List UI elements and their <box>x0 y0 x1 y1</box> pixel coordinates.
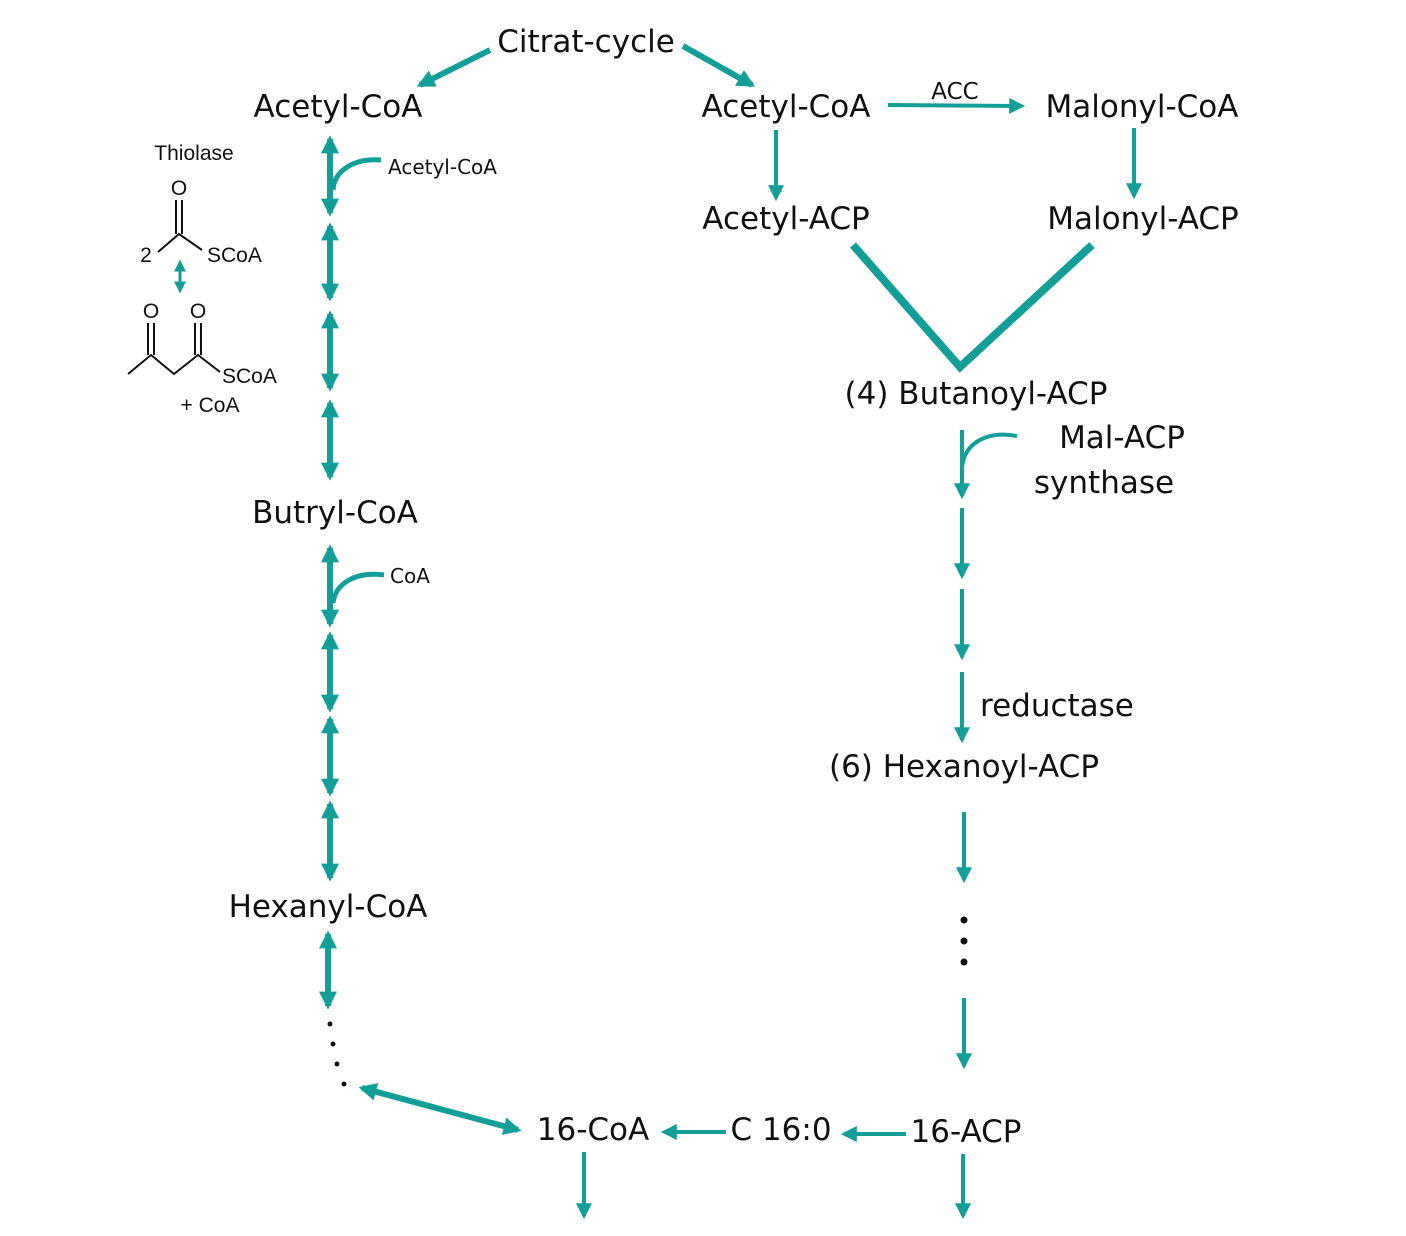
butryl-coa-label: Butryl-CoA <box>252 495 418 531</box>
inset-plus-coa: + CoA <box>181 394 240 417</box>
arrow-ellipsis-to-16-coa <box>358 1083 522 1135</box>
reductase-label: reductase <box>980 688 1134 724</box>
inset-oxygen-1: O <box>171 177 187 200</box>
mal-acp-side-curve <box>960 432 1018 471</box>
arrow-acetyl-to-malonyl-coa <box>887 97 1026 114</box>
inset-oxygen-2: O <box>143 300 159 323</box>
butanoyl-acp-label: (4) Butanoyl-ACP <box>845 376 1108 412</box>
arrow-citrat-to-acetyl-right <box>681 43 756 88</box>
condensation-v-shape <box>849 242 1095 373</box>
ellipsis-dot-left-2 <box>330 1041 336 1047</box>
inset-scoa-2: SCoA <box>222 365 277 388</box>
ellipsis-dot-right-3 <box>960 958 968 966</box>
inset-coefficient: 2 <box>140 244 152 267</box>
citrat-cycle-label: Citrat-cycle <box>497 24 675 60</box>
ellipsis-dot-left-4 <box>341 1081 347 1087</box>
inset-acetoacetyl-skeleton <box>127 353 221 376</box>
malonyl-acp-label: Malonyl-ACP <box>1047 201 1238 237</box>
acetyl-coa-input-curve <box>330 157 382 191</box>
thiolase-inset: O 2 SCoA O O SCoA + CoA <box>127 177 277 417</box>
coa-output-curve <box>330 571 385 604</box>
acetyl-coa-input-label: Acetyl-CoA <box>388 155 497 179</box>
c16-coa-label: 16-CoA <box>537 1112 649 1148</box>
c16-0-label: C 16:0 <box>730 1112 831 1148</box>
arrow-citrat-to-acetyl-left <box>416 47 492 88</box>
inset-acetyl-skeleton <box>157 232 203 253</box>
ellipsis-dot-right-1 <box>960 916 968 924</box>
hexanoyl-acp-label: (6) Hexanoyl-ACP <box>829 749 1099 785</box>
hexanyl-coa-label: Hexanyl-CoA <box>229 889 428 925</box>
inset-oxygen-3: O <box>190 300 206 323</box>
ellipsis-dot-left-3 <box>334 1061 340 1067</box>
acetyl-acp-label: Acetyl-ACP <box>702 201 869 237</box>
acetyl-coa-right-label: Acetyl-CoA <box>702 89 871 125</box>
ellipsis-dot-left-1 <box>327 1021 333 1027</box>
c16-acp-label: 16-ACP <box>911 1114 1022 1150</box>
thiolase-label: Thiolase <box>154 142 233 165</box>
inset-scoa-1: SCoA <box>207 244 262 267</box>
malonyl-coa-label: Malonyl-CoA <box>1046 89 1239 125</box>
acc-enzyme-label: ACC <box>931 79 978 105</box>
mal-acp-label: Mal-ACP <box>1059 420 1185 456</box>
ellipsis-dot-right-2 <box>960 937 968 945</box>
coa-output-label: CoA <box>390 564 430 588</box>
synthase-label: synthase <box>1034 465 1174 501</box>
pathway-arrows <box>319 43 1142 1220</box>
acetyl-coa-left-label: Acetyl-CoA <box>254 89 423 125</box>
